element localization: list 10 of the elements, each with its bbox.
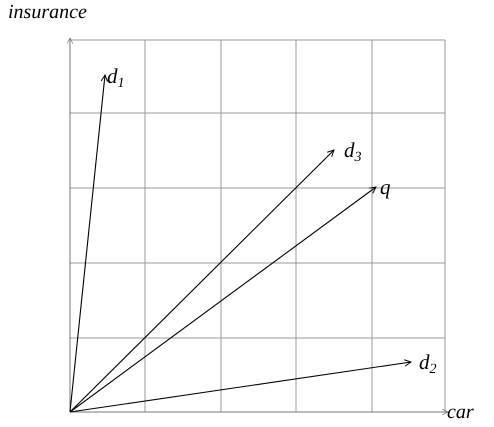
- vector-arrow: [70, 150, 334, 412]
- vector-label: d$_{3}$: [344, 138, 362, 162]
- vector-label: q: [380, 175, 390, 199]
- vector-arrow: [70, 186, 376, 412]
- axis-label: insurance: [8, 0, 87, 24]
- vector-label: d$_{1}$: [107, 64, 124, 88]
- vector-label: d$_{2}$: [419, 350, 436, 374]
- axis-label: car: [447, 400, 474, 424]
- vector-arrow: [69, 74, 108, 412]
- vector-arrow: [70, 359, 412, 413]
